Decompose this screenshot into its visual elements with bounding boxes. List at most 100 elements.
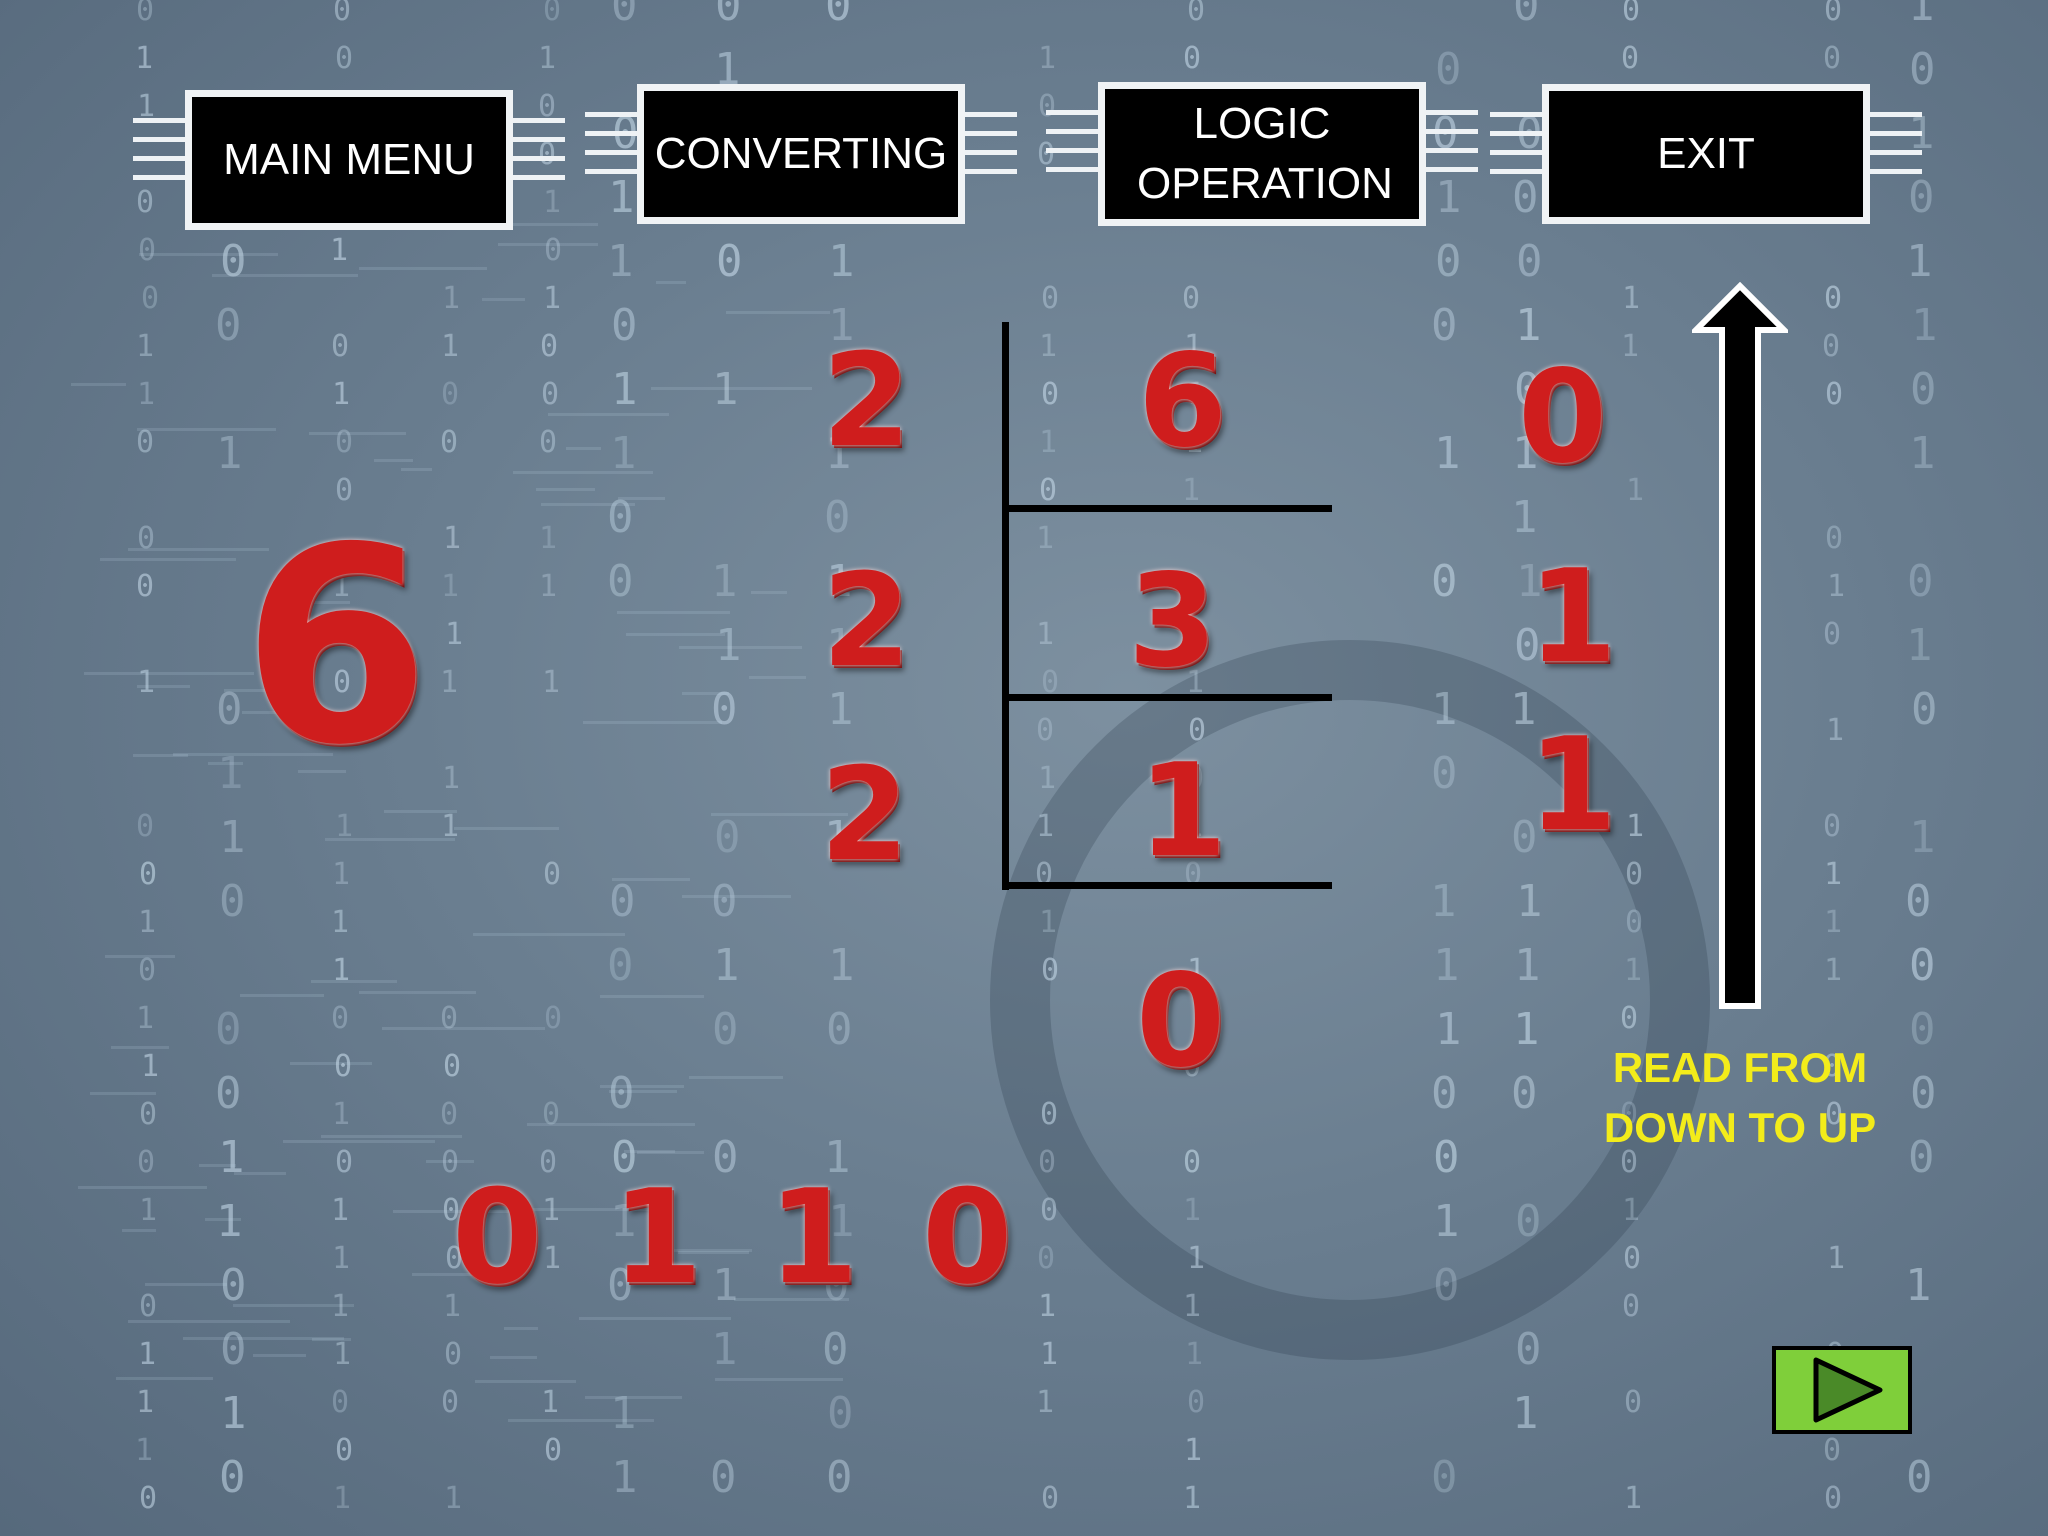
next-button[interactable]: [1772, 1346, 1912, 1434]
svg-text:0: 0: [1824, 1481, 1842, 1516]
svg-text:0: 0: [539, 425, 557, 460]
svg-text:1: 1: [135, 1433, 153, 1468]
decimal-number: 6: [242, 489, 430, 804]
svg-text:0: 0: [442, 1193, 460, 1228]
svg-text:1: 1: [1512, 428, 1539, 479]
svg-text:1: 1: [137, 89, 155, 124]
svg-text:1: 1: [543, 1241, 561, 1276]
svg-text:1: 1: [1622, 281, 1640, 316]
svg-text:0: 0: [1515, 1196, 1542, 1247]
svg-text:1: 1: [1038, 1289, 1056, 1324]
divisor-3: 2: [820, 741, 910, 890]
exit-button[interactable]: EXIT: [1542, 84, 1870, 224]
binary-digit-3: 1: [768, 1161, 859, 1313]
svg-text:1: 1: [332, 857, 350, 892]
binary-digit-2: 1: [612, 1161, 703, 1313]
svg-text:0: 0: [1514, 620, 1541, 671]
svg-text:1: 1: [1183, 1481, 1201, 1516]
svg-text:1: 1: [1435, 1004, 1462, 1055]
svg-text:0: 0: [1906, 1452, 1933, 1503]
main-menu-button[interactable]: MAIN MENU: [185, 90, 513, 230]
svg-text:1: 1: [442, 281, 460, 316]
svg-text:0: 0: [1620, 1001, 1638, 1036]
svg-text:1: 1: [333, 1337, 351, 1372]
svg-text:1: 1: [219, 812, 246, 863]
svg-text:1: 1: [542, 1193, 560, 1228]
svg-text:0: 0: [1624, 1385, 1642, 1420]
svg-text:0: 0: [137, 1145, 155, 1180]
svg-text:0: 0: [1908, 172, 1935, 223]
svg-text:1: 1: [1906, 620, 1933, 671]
svg-text:0: 0: [710, 1452, 737, 1503]
play-icon: [1813, 1357, 1883, 1423]
svg-text:0: 0: [1041, 953, 1059, 988]
svg-text:0: 0: [139, 857, 157, 892]
svg-text:1: 1: [136, 329, 154, 364]
svg-text:0: 0: [827, 1388, 854, 1439]
svg-text:0: 0: [136, 425, 154, 460]
svg-text:1: 1: [1184, 329, 1202, 364]
logic-operation-button[interactable]: LOGIC OPERATION: [1098, 82, 1426, 226]
svg-text:0: 0: [1433, 1260, 1460, 1311]
svg-text:1: 1: [138, 1337, 156, 1372]
svg-text:0: 0: [1823, 1049, 1841, 1084]
svg-text:0: 0: [607, 492, 634, 543]
svg-text:1: 1: [1827, 1241, 1845, 1276]
svg-text:1: 1: [139, 1193, 157, 1228]
svg-text:0: 0: [1620, 1097, 1638, 1132]
svg-text:0: 0: [1621, 41, 1639, 76]
svg-text:1: 1: [828, 300, 855, 351]
svg-text:1: 1: [1909, 812, 1936, 863]
svg-text:1: 1: [135, 41, 153, 76]
svg-text:0: 0: [215, 300, 242, 351]
svg-text:1: 1: [444, 1481, 462, 1516]
svg-text:0: 0: [1620, 1145, 1638, 1180]
svg-text:0: 0: [1040, 1193, 1058, 1228]
svg-text:0: 0: [1910, 1068, 1937, 1119]
svg-text:0: 0: [136, 569, 154, 604]
svg-text:0: 0: [220, 236, 247, 287]
svg-text:0: 0: [1909, 940, 1936, 991]
svg-text:1: 1: [331, 1289, 349, 1324]
svg-text:0: 0: [215, 1004, 242, 1055]
converting-chip: CONVERTING: [585, 84, 1017, 224]
svg-text:1: 1: [1039, 425, 1057, 460]
svg-text:1: 1: [440, 665, 458, 700]
svg-text:0: 0: [445, 1241, 463, 1276]
svg-text:0: 0: [1909, 1004, 1936, 1055]
svg-text:1: 1: [1039, 329, 1057, 364]
svg-text:0: 0: [822, 1324, 849, 1375]
svg-text:1: 1: [1040, 1337, 1058, 1372]
svg-text:0: 0: [441, 1385, 459, 1420]
svg-text:0: 0: [544, 233, 562, 268]
svg-text:0: 0: [1037, 1241, 1055, 1276]
main-menu-chip: MAIN MENU: [133, 90, 565, 230]
svg-text:0: 0: [138, 233, 156, 268]
svg-text:1: 1: [824, 812, 851, 863]
svg-text:1: 1: [1513, 1004, 1540, 1055]
svg-text:1: 1: [1909, 428, 1936, 479]
svg-text:0: 0: [1182, 281, 1200, 316]
svg-text:1: 1: [441, 809, 459, 844]
svg-text:1: 1: [825, 428, 852, 479]
svg-text:0: 0: [335, 41, 353, 76]
svg-text:1: 1: [715, 620, 742, 671]
converting-label: CONVERTING: [654, 129, 948, 178]
svg-text:0: 0: [335, 1145, 353, 1180]
svg-text:1: 1: [331, 1193, 349, 1228]
svg-text:1: 1: [442, 761, 460, 796]
svg-text:1: 1: [1516, 556, 1543, 607]
converting-button[interactable]: CONVERTING: [637, 84, 965, 224]
svg-text:0: 0: [607, 940, 634, 991]
svg-text:1: 1: [1827, 569, 1845, 604]
svg-text:0: 0: [1183, 1049, 1201, 1084]
svg-text:0: 0: [540, 329, 558, 364]
svg-text:1: 1: [331, 905, 349, 940]
svg-text:0: 0: [1823, 617, 1841, 652]
svg-text:1: 1: [610, 1388, 637, 1439]
svg-text:1: 1: [332, 1097, 350, 1132]
svg-text:1: 1: [1038, 761, 1056, 796]
svg-text:0: 0: [1823, 1433, 1841, 1468]
svg-text:0: 0: [1822, 329, 1840, 364]
svg-text:1: 1: [610, 1196, 637, 1247]
